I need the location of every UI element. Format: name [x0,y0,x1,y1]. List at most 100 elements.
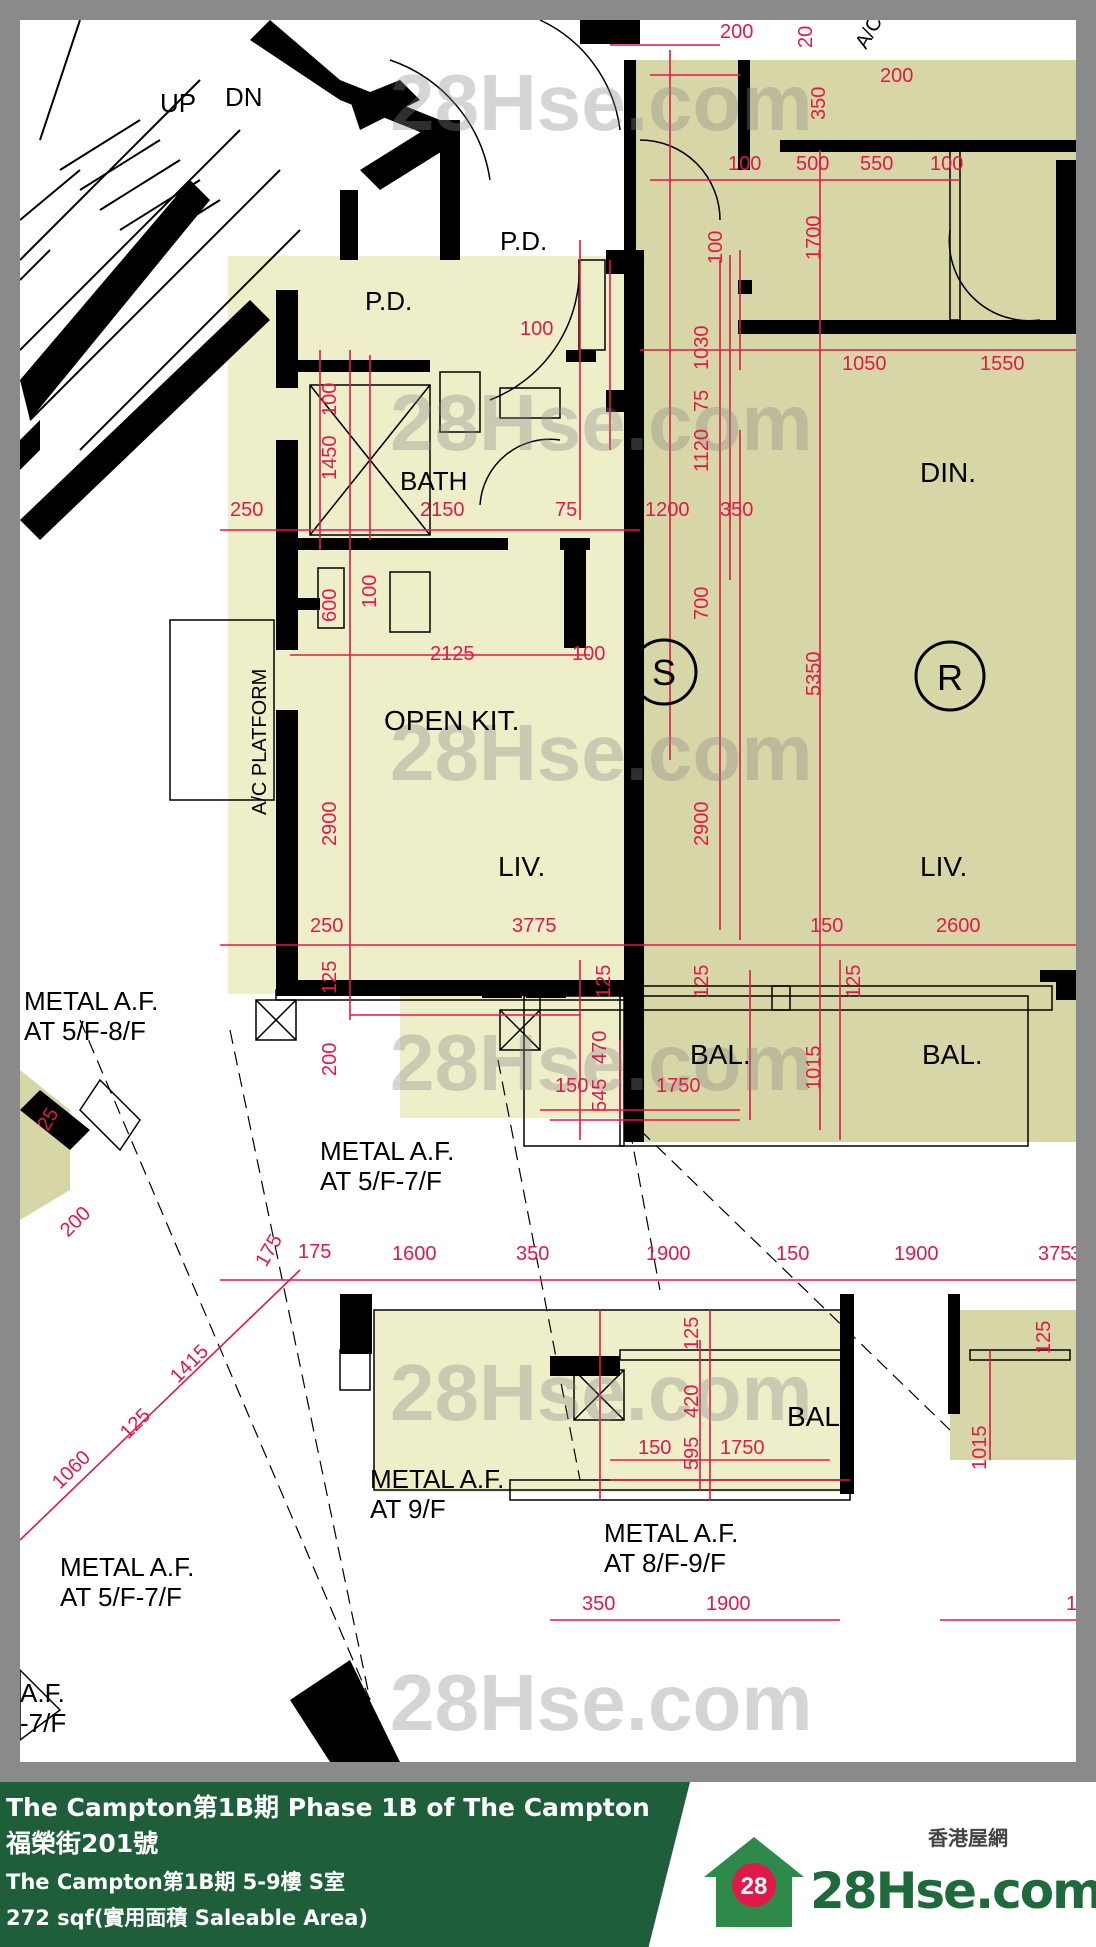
unit-mark-r: R [937,657,963,698]
svg-text:28Hse.com: 28Hse.com [390,1018,812,1107]
dim-d190: 190 [1066,1593,1076,1615]
dim-d1750a: 1750 [656,1075,701,1097]
dim-d1030: 1030 [691,326,713,371]
room-label-livS: LIV. [498,851,545,882]
dim-d545: 545 [589,1079,611,1112]
stair-wall-3 [20,420,40,470]
unit-mark-s: S [652,652,676,693]
dim-d1200: 1200 [645,499,690,521]
dim-d200d: 200 [56,1202,95,1241]
dim-d1550: 1550 [980,353,1025,375]
dim-d700: 700 [691,587,713,620]
dim-d420: 420 [681,1385,703,1418]
dim-d150c: 150 [776,1243,809,1265]
pd-wall [360,120,460,190]
lower-wall-3 [840,1294,854,1494]
room-label-dn: DN [225,82,263,112]
dim-d2900b: 2900 [691,802,713,847]
stair-wall [20,180,210,420]
dim-d500: 500 [796,153,829,175]
svg-text:28Hse.com: 28Hse.com [390,1658,812,1747]
dim-d250b: 250 [310,915,343,937]
lower-wall-4 [948,1294,960,1414]
dim-d200a: 200 [720,21,753,43]
balcony-wall-1 [482,984,522,998]
lower-wall-2 [550,1356,620,1376]
dim-d100a: 100 [728,153,761,175]
staircase [20,20,301,451]
left-lower-stair [20,1090,90,1150]
dim-d1060: 1060 [48,1447,95,1494]
note-metal2-a: METAL A.F. [320,1136,454,1166]
dim-d100d: 100 [520,318,553,340]
unit-r-lower-fill [950,1310,1076,1460]
balcony-r-fill [624,994,1036,1124]
balcony-lower-fill [374,1310,852,1492]
room-label-balS: BAL. [690,1039,751,1070]
note-metal4-a: METAL A.F. [60,1552,194,1582]
dim-d100b: 100 [930,153,963,175]
dim-d1050: 1050 [842,353,887,375]
note-metal5-a: METAL A.F. [604,1518,738,1548]
dim-d1450: 1450 [319,436,341,481]
brand-chinese-name: 香港屋網 [928,1826,1008,1850]
note-metal1-a: METAL A.F. [24,986,158,1016]
unit-r-circle [914,640,986,712]
stair-wall-4 [20,300,270,540]
brand-house-logo: 28 [704,1837,804,1927]
dim-d125c: 125 [691,965,713,998]
dim-d2600: 2600 [936,915,981,937]
dim-d125e: 125 [116,1404,155,1443]
dim-d175a: 175 [251,1231,287,1271]
dim-d35: 35 [1070,1243,1076,1265]
room-label-kPart: K [1056,256,1074,286]
dim-d1600: 1600 [392,1243,437,1265]
note-metal2-b: AT 5/F-7/F [320,1166,442,1196]
dashed-guides [79,1019,951,1701]
room-label-acTop: A/C [851,20,887,52]
room-label-bal2: BAL. [787,1401,848,1432]
dim-d2125: 2125 [430,643,475,665]
brand-site-name: 28Hse.com [810,1862,1096,1920]
dim-d2150: 2150 [420,499,465,521]
svg-text:28Hse.com: 28Hse.com [390,1348,812,1437]
lower-left-wall [290,1660,400,1762]
dim-d5350: 5350 [803,652,825,697]
footer-unit: The Campton第1B期 5-9樓 S室 [6,1870,346,1894]
dim-d550: 550 [860,153,893,175]
dim-d175b: 175 [298,1241,331,1263]
room-label-pd2: P.D. [365,286,412,316]
dim-d100c: 100 [705,231,727,264]
room-label-din: DIN. [920,457,976,488]
dim-d75b: 75 [555,499,577,521]
room-label-openkit: OPEN KIT. [384,705,519,736]
unit-r-fill [624,60,1076,1142]
dim-d200b: 200 [880,65,913,87]
dim-d350c: 350 [516,1243,549,1265]
svg-text:28Hse.com: 28Hse.com [390,58,812,147]
dim-d100e: 100 [319,383,341,416]
note-metal4-b: AT 5/F-7/F [60,1582,182,1612]
note-metal5-b: AT 8/F-9/F [604,1548,726,1578]
footer-address: 福榮街201號 [6,1829,159,1858]
dim-d1120: 1120 [691,429,713,472]
dim-d600: 600 [319,589,341,622]
footer: The Campton第1B期 Phase 1B of The Campton … [0,1782,1096,1947]
dim-d150b: 150 [555,1075,588,1097]
dim-d100f: 100 [359,575,381,608]
dim-d125f: 125 [681,1317,703,1350]
room-label-up: UP [160,88,196,118]
unit-s-corridor-fill [460,256,628,371]
dim-d100g: 100 [572,643,605,665]
dim-d250a: 250 [230,499,263,521]
dim-d2900a: 2900 [319,802,341,847]
dim-d350b: 350 [720,499,753,521]
dim-d125a: 125 [319,961,341,994]
pd-wall-vert-2 [340,190,358,260]
unit-s-circle [630,638,698,706]
dim-d125b: 125 [593,965,615,998]
dim-d350a: 350 [808,87,830,120]
pd-wall-vert [440,120,460,260]
dim-d1415: 1415 [166,1341,213,1388]
dim-d75a: 75 [691,390,713,412]
